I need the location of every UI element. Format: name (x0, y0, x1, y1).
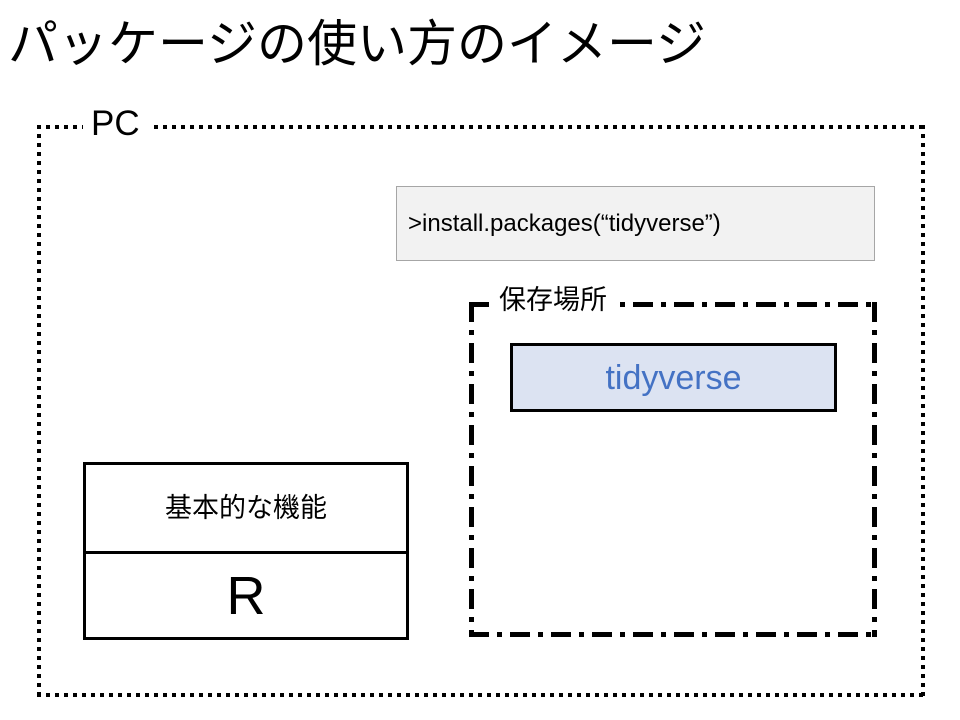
pc-container: PC (37, 102, 925, 697)
pc-border-right (921, 125, 925, 697)
storage-location-label: 保存場所 (491, 282, 617, 318)
console-command-text: >install.packages(“tidyverse”) (408, 209, 721, 237)
storage-border-right (872, 302, 877, 637)
pc-border-top (37, 125, 925, 129)
page-title: パッケージの使い方のイメージ (8, 16, 706, 72)
r-application-stack: 基本的な機能 R (83, 462, 409, 640)
r-basic-features-label: 基本的な機能 (165, 493, 327, 523)
pc-border-left (37, 125, 41, 697)
r-basic-features-cell: 基本的な機能 (86, 465, 406, 554)
package-box-tidyverse: tidyverse (510, 343, 837, 412)
storage-location-container: 保存場所 tidyverse (469, 282, 877, 637)
storage-border-bottom (469, 632, 877, 637)
storage-border-left (469, 302, 474, 637)
storage-border-top (469, 302, 877, 307)
console-command-box: >install.packages(“tidyverse”) (396, 186, 875, 261)
pc-border-bottom (37, 693, 925, 697)
pc-container-label: PC (83, 102, 150, 146)
r-core-label: R (226, 565, 266, 626)
r-core-cell: R (86, 554, 406, 637)
package-name-label: tidyverse (605, 358, 742, 397)
